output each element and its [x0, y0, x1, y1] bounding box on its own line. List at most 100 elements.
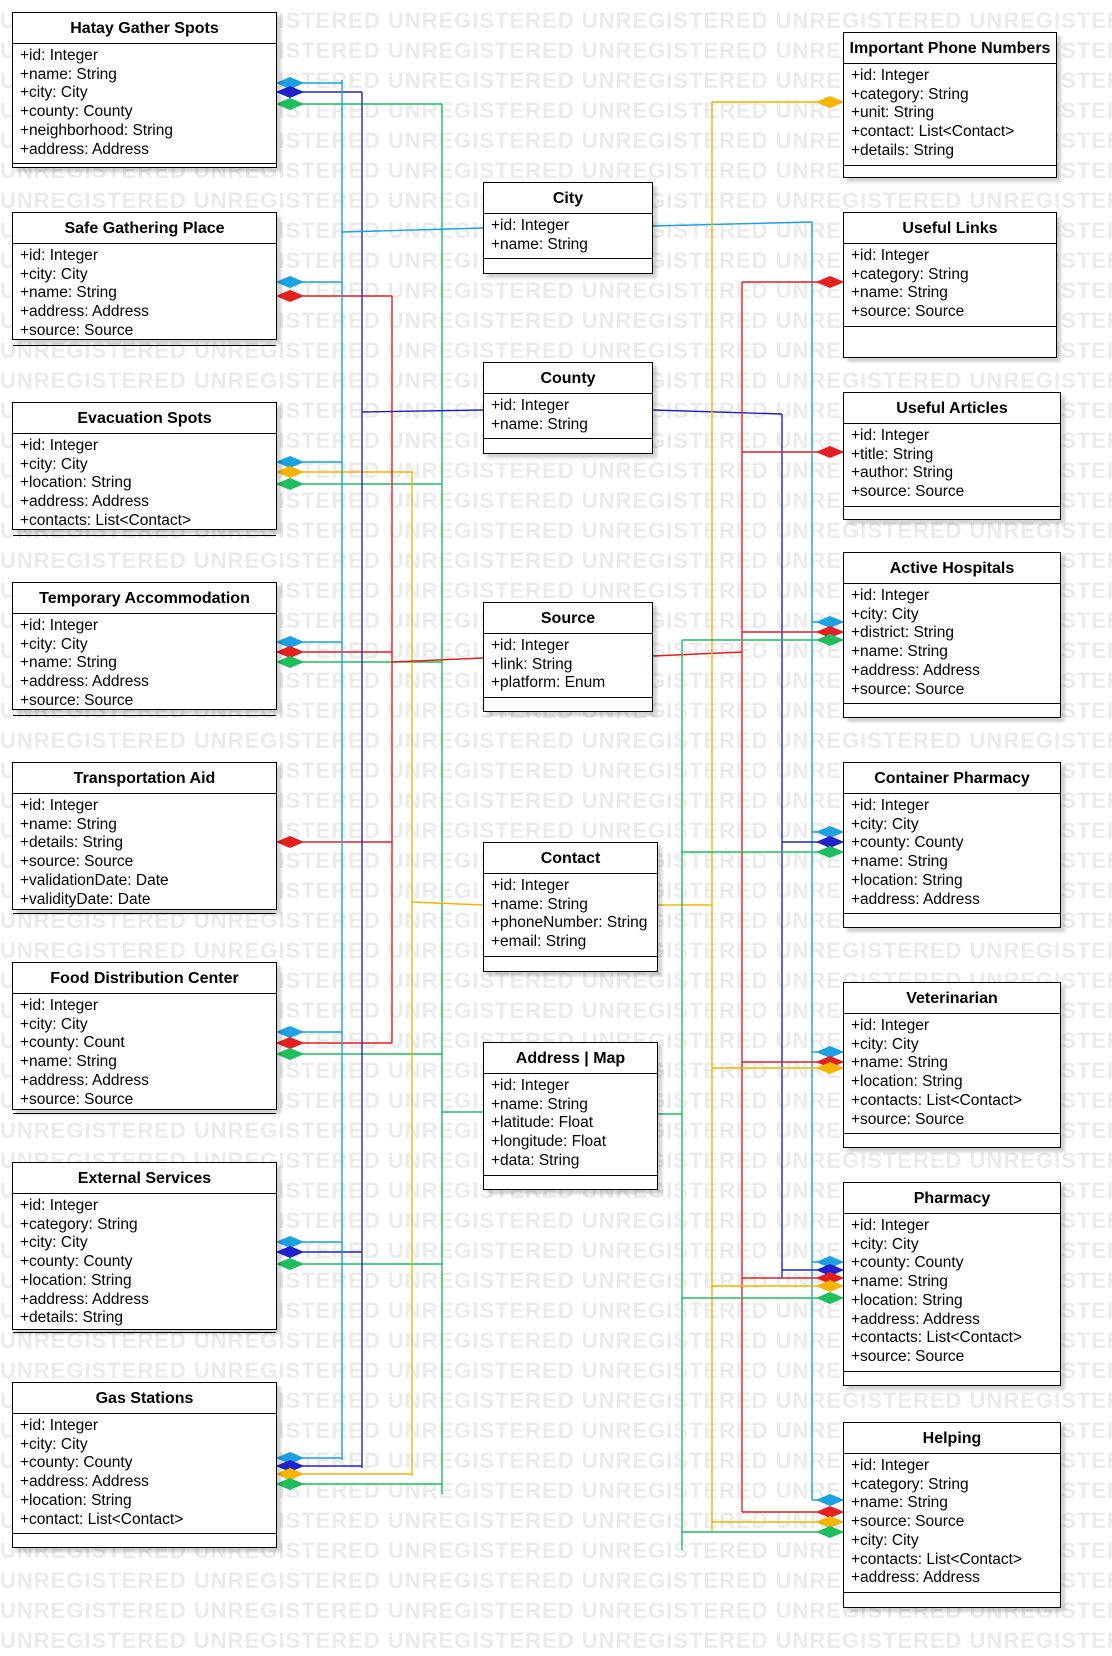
- county-aggregation-diamond: [275, 85, 305, 99]
- city-aggregation-diamond: [275, 76, 305, 90]
- county-aggregation-diamond: [815, 1263, 845, 1277]
- source-aggregation-diamond: [815, 275, 845, 289]
- city-link: [341, 227, 484, 233]
- attribute: +name: String: [20, 1053, 117, 1071]
- attribute: +details: String: [20, 834, 123, 852]
- attribute-list: +id: Integer+name: String+city: City+cou…: [13, 44, 276, 165]
- city-aggregation-diamond: [275, 275, 305, 289]
- source-aggregation-diamond: [815, 1271, 845, 1285]
- attribute: +address: Address: [851, 1310, 980, 1328]
- attribute: +phoneNumber: String: [491, 914, 648, 932]
- county-link-right: [652, 409, 783, 415]
- attribute: +city: City: [851, 1235, 919, 1253]
- class-transport[interactable]: Transportation Aid+id: Integer+name: Str…: [12, 762, 277, 915]
- class-source[interactable]: Source+id: Integer+link: String+platform…: [483, 602, 653, 712]
- attribute: +id: Integer: [491, 217, 569, 234]
- class-name: Transportation Aid: [13, 763, 276, 794]
- attribute: +details: String: [851, 141, 954, 159]
- attribute: +address: Address: [851, 1569, 980, 1587]
- attribute: +source: Source: [20, 691, 134, 709]
- attribute-list: +id: Integer+city: City+district: String…: [844, 584, 1060, 705]
- attribute: +address: Address: [851, 890, 980, 908]
- attribute: +name: String: [20, 284, 117, 302]
- class-county[interactable]: County+id: Integer+name: String: [483, 362, 653, 454]
- attribute: +city: City: [20, 455, 88, 473]
- class-evac[interactable]: Evacuation Spots+id: Integer+city: City+…: [12, 402, 277, 536]
- address-aggregation-diamond: [275, 655, 305, 669]
- attribute-list: +id: Integer+city: City+location: String…: [13, 434, 276, 536]
- attribute: +name: String: [851, 1494, 948, 1512]
- class-food[interactable]: Food Distribution Center+id: Integer+cit…: [12, 962, 277, 1115]
- class-name: Active Hospitals: [844, 553, 1060, 584]
- contact-aggregation-diamond: [815, 95, 845, 109]
- attribute: +city: City: [20, 84, 88, 102]
- attribute: +id: Integer: [20, 997, 98, 1014]
- class-links[interactable]: Useful Links+id: Integer+category: Strin…: [843, 212, 1057, 358]
- class-temp[interactable]: Temporary Accommodation+id: Integer+city…: [12, 582, 277, 716]
- attribute: +latitude: Float: [491, 1114, 594, 1132]
- attribute-list: +id: Integer+category: String+unit: Stri…: [844, 64, 1056, 166]
- address-aggregation-diamond: [275, 1257, 305, 1271]
- city-aggregation-diamond: [815, 825, 845, 839]
- city-aggregation-diamond: [815, 615, 845, 629]
- attribute-list: +id: Integer+city: City+county: County+n…: [844, 1214, 1060, 1372]
- class-name: Food Distribution Center: [13, 963, 276, 994]
- attribute: +city: City: [851, 1035, 919, 1053]
- attribute: +county: County: [851, 834, 964, 852]
- attribute-list: +id: Integer+city: City+name: String+loc…: [844, 1014, 1060, 1135]
- source-aggregation-diamond: [275, 289, 305, 303]
- class-gas[interactable]: Gas Stations+id: Integer+city: City+coun…: [12, 1382, 277, 1548]
- attribute: +location: String: [851, 1291, 963, 1309]
- source-aggregation-diamond: [815, 445, 845, 459]
- attribute: +city: City: [851, 815, 919, 833]
- class-hospitals[interactable]: Active Hospitals+id: Integer+city: City+…: [843, 552, 1061, 718]
- class-name: Pharmacy: [844, 1183, 1060, 1214]
- attribute-list: +id: Integer+name: String: [484, 394, 652, 440]
- attribute: +source: Source: [20, 1090, 134, 1108]
- attribute: +location: String: [851, 871, 963, 889]
- class-city[interactable]: City+id: Integer+name: String: [483, 182, 653, 274]
- attribute-list: +id: Integer+category: String+city: City…: [13, 1194, 276, 1333]
- attribute: +address: Address: [851, 661, 980, 679]
- class-pharmacy[interactable]: Pharmacy+id: Integer+city: City+county: …: [843, 1182, 1061, 1386]
- class-helping[interactable]: Helping +id: Integer+category: String+nam…: [843, 1422, 1061, 1608]
- attribute: +id: Integer: [20, 617, 98, 634]
- attribute-list: +id: Integer+city: City+county: County+n…: [844, 794, 1060, 915]
- attribute: +name: String: [851, 1273, 948, 1291]
- class-contact[interactable]: Contact+id: Integer+name: String+phoneNu…: [483, 842, 658, 972]
- class-name: Gas Stations: [13, 1383, 276, 1414]
- class-articles[interactable]: Useful Articles+id: Integer+title: Strin…: [843, 392, 1061, 520]
- attribute-list: +id: Integer+city: City+name: String+add…: [13, 244, 276, 346]
- attribute: +contacts: List<Contact>: [20, 511, 192, 529]
- attribute: +name: String: [20, 815, 117, 833]
- attribute: +city: City: [20, 1435, 88, 1453]
- attribute: +county: County: [20, 1454, 133, 1472]
- attribute: +name: String: [20, 654, 117, 672]
- attribute: +address: Address: [20, 140, 149, 158]
- class-container[interactable]: Container Pharmacy+id: Integer+city: Cit…: [843, 762, 1061, 928]
- attribute: +id: Integer: [20, 47, 98, 64]
- attribute-list: +id: Integer+category: String+name: Stri…: [844, 244, 1056, 327]
- class-vet[interactable]: Veterinarian+id: Integer+city: City+name…: [843, 982, 1061, 1148]
- contact-aggregation-diamond: [815, 1061, 845, 1075]
- address-aggregation-diamond: [275, 477, 305, 491]
- attribute: +location: String: [20, 474, 132, 492]
- attribute: +city: City: [20, 1234, 88, 1252]
- class-phones[interactable]: Important Phone Numbers+id: Integer+cate…: [843, 32, 1057, 178]
- class-name: Helping: [844, 1423, 1060, 1454]
- class-name: Container Pharmacy: [844, 763, 1060, 794]
- class-hatay[interactable]: Hatay Gather Spots+id: Integer+name: Str…: [12, 12, 277, 168]
- source-aggregation-diamond: [815, 625, 845, 639]
- attribute: +id: Integer: [851, 1217, 929, 1234]
- class-name: Address | Map: [484, 1043, 657, 1074]
- attribute-list: +id: Integer+link: String+platform: Enum: [484, 634, 652, 699]
- attribute: +validationDate: Date: [20, 871, 169, 889]
- attribute: +id: Integer: [851, 1457, 929, 1474]
- attribute: +location: String: [20, 1271, 132, 1289]
- class-safe[interactable]: Safe Gathering Place+id: Integer+city: C…: [12, 212, 277, 346]
- class-external[interactable]: External Services+id: Integer+category: …: [12, 1162, 277, 1333]
- attribute: +category: String: [851, 1475, 969, 1493]
- attribute: +category: String: [851, 265, 969, 283]
- attribute-list: +id: Integer+name: String+details: Strin…: [13, 794, 276, 915]
- class-address[interactable]: Address | Map+id: Integer+name: String+l…: [483, 1042, 658, 1190]
